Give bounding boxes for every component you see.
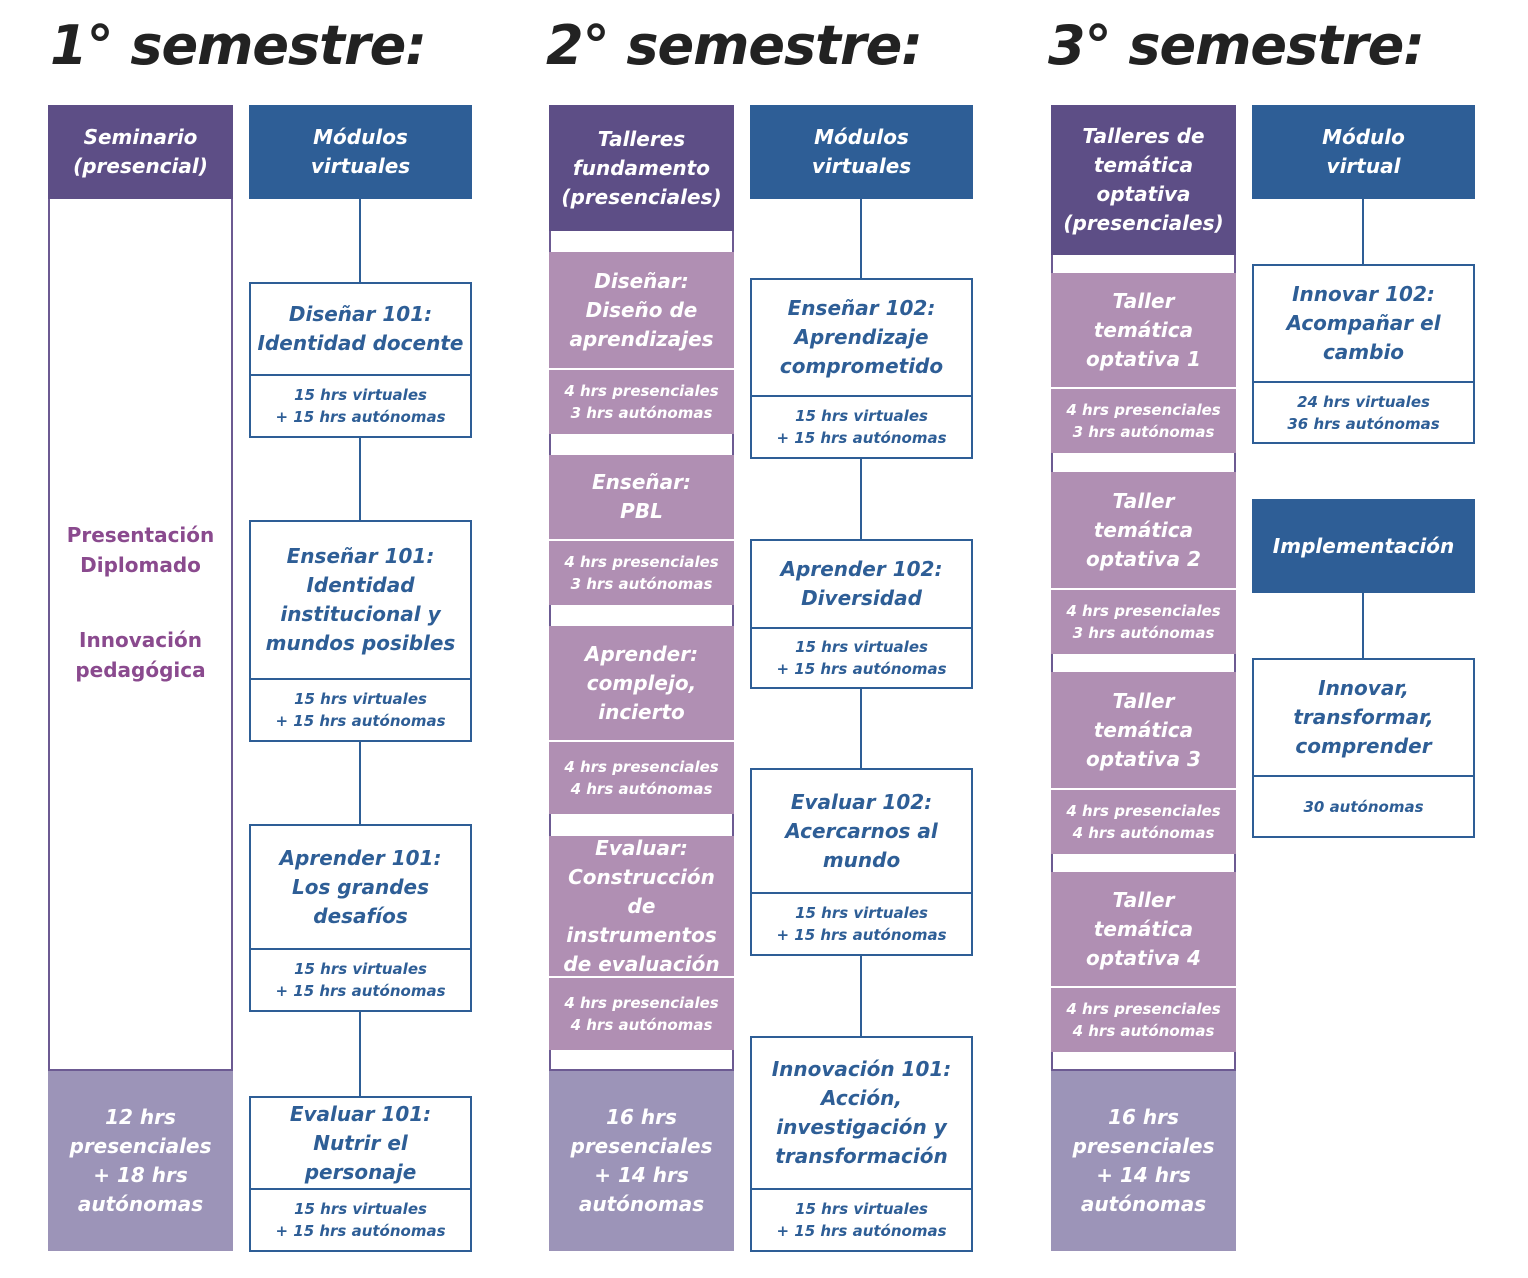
workshops-column [1051,255,1236,1071]
connector-line [1362,199,1364,265]
virtual-modules-header: Módulos virtuales [750,105,973,199]
workshop-hours: 4 hrs presenciales 3 hrs autónomas [564,553,719,593]
workshop-hours: 4 hrs presenciales 3 hrs autónomas [1066,602,1221,642]
module-title: Enseñar 102: Aprendizaje comprometido [752,280,971,397]
module-card: Evaluar 102: Acercarnos al mundo 15 hrs … [750,768,973,956]
workshop-hours: 4 hrs presenciales 4 hrs autónomas [1066,802,1221,842]
module-hours: 15 hrs virtuales + 15 hrs autónomas [776,904,947,944]
module-card: Innovación 101: Acción, investigación y … [750,1036,973,1252]
module-card: Aprender 102: Diversidad 15 hrs virtuale… [750,539,973,689]
workshop-title: Taller temática optativa 2 [1051,472,1236,590]
semester-1-title: 1° semestre: [50,14,427,77]
module-card: Enseñar 101: Identidad institucional y m… [249,520,472,742]
module-hours: 15 hrs virtuales + 15 hrs autónomas [776,1200,947,1240]
module-title: Enseñar 101: Identidad institucional y m… [251,522,470,680]
module-title: Innovar, transformar, comprender [1254,660,1473,777]
workshop-hours: 4 hrs presenciales 3 hrs autónomas [1066,401,1221,441]
module-card: Aprender 101: Los grandes desafíos 15 hr… [249,824,472,1012]
module-card: Evaluar 101: Nutrir el personaje 15 hrs … [249,1096,472,1252]
module-card: Innovar, transformar, comprender 30 autó… [1252,658,1475,838]
workshop-title: Evaluar: Construcción de instrumentos de… [549,836,734,978]
module-card: Diseñar 101: Identidad docente 15 hrs vi… [249,282,472,438]
workshop-hours: 4 hrs presenciales 3 hrs autónomas [564,382,719,422]
module-hours: 30 autónomas [1303,797,1424,816]
module-title: Innovar 102: Acompañar el cambio [1254,266,1473,383]
implementation-header: Implementación [1252,499,1475,593]
workshop-title: Taller temática optativa 1 [1051,273,1236,389]
workshop-title: Aprender: complejo, incierto [549,626,734,742]
semester-3-title: 3° semestre: [1048,14,1425,77]
virtual-module-header: Módulo virtual [1252,105,1475,199]
seminar-header: Seminario (presencial) [48,105,233,199]
workshops-footer-hours: 16 hrs presenciales + 14 hrs autónomas [1051,1071,1236,1251]
workshop-card: Enseñar: PBL 4 hrs presenciales 3 hrs au… [549,455,734,605]
seminar-text-innovacion: Innovación pedagógica [75,628,206,682]
workshops-header: Talleres de temática optativa (presencia… [1051,105,1236,255]
module-title: Evaluar 102: Acercarnos al mundo [752,770,971,894]
module-hours: 15 hrs virtuales + 15 hrs autónomas [275,386,446,426]
module-card: Enseñar 102: Aprendizaje comprometido 15… [750,278,973,459]
workshop-title: Enseñar: PBL [549,455,734,541]
workshop-title: Diseñar: Diseño de aprendizajes [549,252,734,370]
workshop-title: Taller temática optativa 4 [1051,872,1236,988]
module-title: Evaluar 101: Nutrir el personaje [251,1098,470,1190]
workshops-header: Talleres fundamento (presenciales) [549,105,734,231]
seminar-footer-hours: 12 hrs presenciales + 18 hrs autónomas [48,1071,233,1251]
workshop-card: Evaluar: Construcción de instrumentos de… [549,836,734,1050]
module-title: Innovación 101: Acción, investigación y … [752,1038,971,1190]
module-hours: 15 hrs virtuales + 15 hrs autónomas [776,638,947,678]
module-card: Innovar 102: Acompañar el cambio 24 hrs … [1252,264,1475,444]
workshops-footer-hours: 16 hrs presenciales + 14 hrs autónomas [549,1071,734,1251]
workshop-card: Taller temática optativa 2 4 hrs presenc… [1051,472,1236,654]
semester-2-title: 2° semestre: [546,14,923,77]
workshop-card: Taller temática optativa 3 4 hrs presenc… [1051,672,1236,854]
seminar-column [48,199,233,1071]
seminar-text-diplomado: Presentación Diplomado [66,523,215,577]
workshop-hours: 4 hrs presenciales 4 hrs autónomas [1066,1000,1221,1040]
module-hours: 15 hrs virtuales + 15 hrs autónomas [275,960,446,1000]
workshop-hours: 4 hrs presenciales 4 hrs autónomas [564,994,719,1034]
virtual-modules-header: Módulos virtuales [249,105,472,199]
module-hours: 15 hrs virtuales + 15 hrs autónomas [776,407,947,447]
workshop-title: Taller temática optativa 3 [1051,672,1236,790]
workshop-card: Taller temática optativa 1 4 hrs presenc… [1051,273,1236,453]
workshop-card: Aprender: complejo, incierto 4 hrs prese… [549,626,734,814]
workshop-card: Taller temática optativa 4 4 hrs presenc… [1051,872,1236,1052]
workshop-card: Diseñar: Diseño de aprendizajes 4 hrs pr… [549,252,734,434]
module-hours: 24 hrs virtuales 36 hrs autónomas [1287,392,1440,433]
connector-line [1362,593,1364,659]
workshop-hours: 4 hrs presenciales 4 hrs autónomas [564,758,719,798]
module-title: Aprender 101: Los grandes desafíos [251,826,470,950]
module-hours: 15 hrs virtuales + 15 hrs autónomas [275,1200,446,1240]
module-title: Diseñar 101: Identidad docente [251,284,470,376]
module-title: Aprender 102: Diversidad [752,541,971,629]
module-hours: 15 hrs virtuales + 15 hrs autónomas [275,690,446,730]
